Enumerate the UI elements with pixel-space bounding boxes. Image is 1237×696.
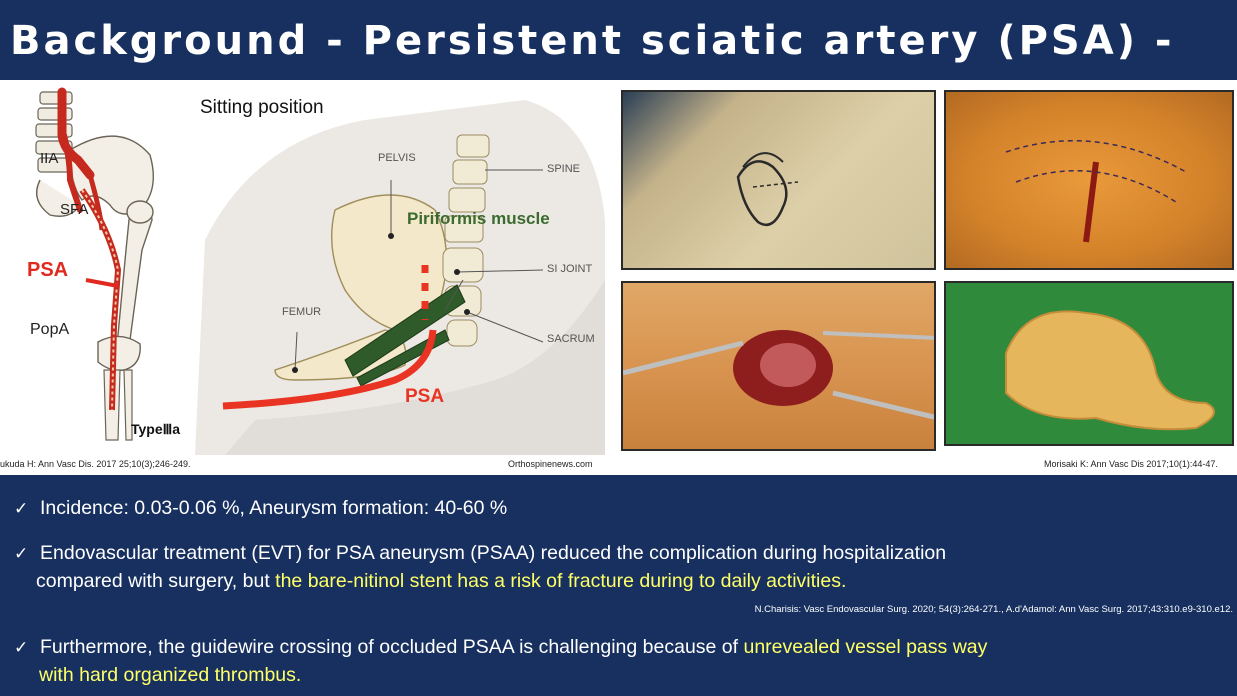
label-pelvis: PELVIS <box>378 152 416 164</box>
left-anatomy-figure <box>35 87 154 441</box>
label-femur: FEMUR <box>282 306 322 318</box>
photo-exposed-aneurysm <box>621 281 936 451</box>
bullet-text: Furthermore, the guidewire crossing of o… <box>40 636 744 658</box>
bullet-highlight: with hard organized thrombus. <box>39 664 302 686</box>
label-iia: IIA <box>40 150 59 167</box>
bullet-evt-continued: compared with surgery, but the bare-niti… <box>36 567 846 595</box>
bullet-guidewire-continued: with hard organized thrombus. <box>39 661 301 689</box>
label-spine: SPINE <box>547 163 581 175</box>
reference-citation: N.Charisis: Vasc Endovascular Surg. 2020… <box>754 604 1233 615</box>
label-sfa: SFA <box>60 201 89 218</box>
label-piriformis: Piriformis muscle <box>407 209 550 228</box>
label-psa-left: PSA <box>27 259 69 281</box>
photo-skin-marking <box>621 90 936 270</box>
incision-drawing <box>1005 140 1187 243</box>
check-icon: ✓ <box>14 499 29 519</box>
slide-title: Background - Persistent sciatic artery (… <box>10 18 1175 64</box>
bullet-list: ✓ Incidence: 0.03-0.06 %, Aneurysm format… <box>0 478 1237 696</box>
label-popa: PopA <box>30 321 70 338</box>
bullet-text: Incidence: 0.03-0.06 %, Aneurysm formati… <box>40 497 508 519</box>
bullet-guidewire: ✓ Furthermore, the guidewire crossing of … <box>14 633 987 662</box>
citation-right: Morisaki K: Ann Vasc Dis 2017;10(1):44-4… <box>1044 459 1218 469</box>
label-psa-middle: PSA <box>405 386 445 407</box>
bullet-evt: ✓ Endovascular treatment (EVT) for PSA an… <box>14 539 946 568</box>
aneurysm-drawing <box>623 330 934 420</box>
citation-left: ukuda H: Ann Vasc Dis. 2017 25;10(3);246… <box>0 459 191 469</box>
photo-incision <box>944 90 1234 270</box>
label-si-joint: SI JOINT <box>547 263 593 275</box>
citation-middle: Orthospinenews.com <box>508 459 593 469</box>
title-bar: Background - Persistent sciatic artery (… <box>0 0 1237 78</box>
bullet-highlight: unrevealed vessel pass way <box>743 636 988 658</box>
skin-marking-drawing <box>736 152 799 227</box>
photo-specimen <box>944 281 1234 446</box>
label-type: TypeⅢa <box>131 421 181 437</box>
middle-anatomy-figure <box>195 100 605 455</box>
specimen-drawing <box>1005 310 1215 431</box>
bullet-highlight: the bare-nitinol stent has a risk of fra… <box>275 570 847 592</box>
sitting-position-heading: Sitting position <box>200 97 324 118</box>
bullet-incidence: ✓ Incidence: 0.03-0.06 %, Aneurysm format… <box>14 494 507 523</box>
bullet-text: Endovascular treatment (EVT) for PSA ane… <box>40 542 947 564</box>
check-icon: ✓ <box>14 544 29 564</box>
check-icon: ✓ <box>14 638 29 658</box>
bullet-text: compared with surgery, but <box>36 570 276 592</box>
label-sacrum: SACRUM <box>547 333 595 345</box>
